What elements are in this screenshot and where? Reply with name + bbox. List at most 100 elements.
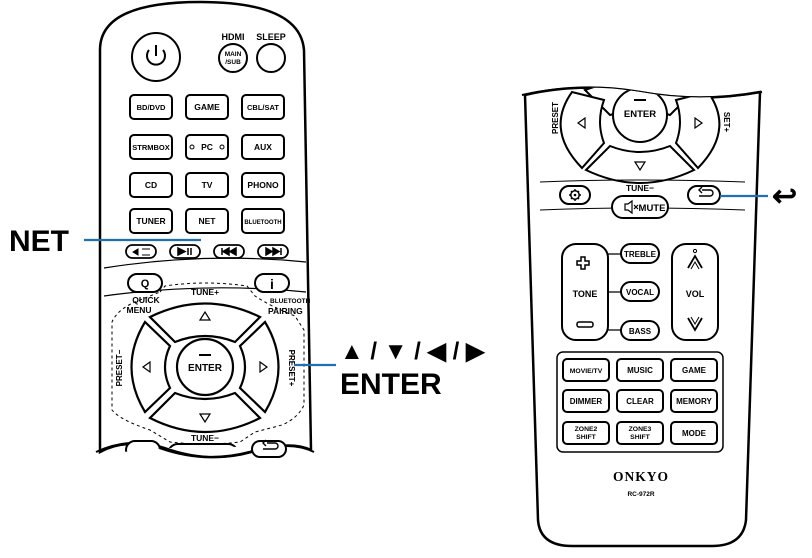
mode-button-clear[interactable] (616, 389, 664, 413)
left-dpad-up-icon (198, 310, 212, 321)
mode-button-game[interactable] (670, 358, 718, 382)
pc-dot-icon-right (219, 144, 225, 150)
tone-label: TONE (573, 289, 598, 299)
input-button-label-strmbox: STRMBOX (132, 143, 170, 152)
left-return-icon (262, 439, 279, 450)
input-button-bd-dvd[interactable] (129, 94, 173, 120)
input-button-bluetooth[interactable] (241, 208, 285, 234)
input-button-label-net: NET (199, 216, 217, 226)
left-dpad-left-button[interactable] (130, 320, 172, 414)
left-separator (103, 257, 307, 269)
bluetooth-label-1: BLUETOOTH (270, 298, 311, 305)
input-button-pc[interactable] (185, 134, 229, 160)
input-button-cd[interactable] (129, 172, 173, 198)
right-dpad-right-icon (694, 116, 704, 130)
info-button-label: i (270, 276, 274, 292)
quick-menu-button[interactable] (127, 273, 163, 293)
enter-callout: ENTER (340, 368, 442, 401)
treble-label: TREBLE (624, 250, 657, 259)
input-button-label-cbl-sat: CBL/SAT (247, 103, 279, 112)
mode-button-label-zone3-shift-line-2: SHIFT (630, 434, 650, 441)
previous-icon (221, 246, 237, 257)
play-pause-icon (177, 246, 192, 257)
transport-row (125, 244, 289, 259)
bass-button[interactable] (620, 320, 660, 341)
volume-rocker[interactable] (671, 243, 719, 341)
volume-up-icon (687, 248, 703, 270)
mode-button-label-memory: MEMORY (676, 397, 712, 406)
left-tune-minus-label: TUNE− (191, 433, 219, 443)
mute-label: MUTE (639, 203, 666, 214)
right-top-dpad: ENTER (559, 87, 721, 184)
input-button-game[interactable] (185, 94, 229, 120)
power-icon (146, 45, 166, 66)
left-preset-minus-label: PRESET− (115, 349, 124, 386)
input-button-aux[interactable] (241, 134, 285, 160)
right-preset-plus-label: SET+ (722, 112, 731, 133)
callout-lines (84, 194, 768, 367)
left-dpad-right-button[interactable] (238, 320, 280, 414)
hdmi-main-sub-label-2: /SUB (225, 59, 241, 66)
treble-link-line (608, 253, 621, 331)
bass-label: BASS (629, 327, 652, 336)
mode-button-label-zone3-shift-line-1: ZONE3 (629, 426, 652, 433)
left-dpad-down-button[interactable] (148, 391, 262, 433)
mode-button-zone2-shift[interactable] (562, 421, 610, 445)
next-icon (265, 246, 282, 257)
left-enter-button[interactable] (175, 337, 235, 397)
input-button-cbl-sat[interactable] (241, 94, 285, 120)
hdmi-main-sub-button[interactable] (218, 43, 248, 73)
input-button-tuner[interactable] (129, 208, 173, 234)
info-button[interactable] (254, 273, 290, 293)
model-label: RC-972R (627, 491, 654, 498)
left-dpad-down-icon (198, 413, 212, 424)
input-button-net[interactable] (185, 208, 229, 234)
input-button-tv[interactable] (185, 172, 229, 198)
vocal-label: VOCAL (626, 288, 654, 297)
mode-button-label-dimmer: DIMMER (570, 397, 603, 406)
mode-button-music[interactable] (616, 358, 664, 382)
left-dpad-up-button[interactable] (148, 302, 262, 344)
sleep-button[interactable] (256, 43, 286, 73)
mute-button[interactable] (611, 195, 669, 219)
right-return-button[interactable] (687, 185, 721, 205)
input-button-label-game: GAME (194, 102, 220, 112)
input-button-label-aux: AUX (254, 142, 272, 152)
input-button-phono[interactable] (241, 172, 285, 198)
mode-button-movie-tv[interactable] (562, 358, 610, 382)
right-remote: ENTER PRESET SET+ TUNE− MUTE TONE (521, 86, 763, 548)
mode-button-mode[interactable] (670, 421, 718, 445)
mode-button-label-movie-tv: MOVIE/TV (570, 368, 603, 375)
brand-logo: ONKYO (613, 469, 669, 484)
left-dpad: ENTER (130, 302, 280, 433)
right-dpad-left-button[interactable] (559, 90, 606, 170)
speaker-mute-icon (624, 199, 639, 215)
quick-menu-button-label: Q (141, 278, 150, 290)
mode-button-zone3-shift[interactable] (616, 421, 664, 445)
sleep-label: SLEEP (256, 32, 286, 42)
tune-dashed-outline (111, 282, 305, 445)
gear-icon (569, 189, 581, 201)
repeat-button[interactable] (125, 244, 157, 259)
right-separator-1 (539, 179, 746, 183)
vocal-button[interactable] (620, 281, 660, 302)
input-button-label-phono: PHONO (247, 180, 279, 190)
pc-dot-icon-left (189, 144, 195, 150)
treble-button[interactable] (620, 243, 660, 264)
power-button[interactable] (131, 32, 181, 82)
mode-button-label-zone2-shift-line-2: SHIFT (576, 434, 596, 441)
left-bottom-partial-button[interactable] (125, 440, 161, 459)
mode-button-memory[interactable] (670, 389, 718, 413)
listening-mode-panel (556, 351, 724, 453)
input-button-strmbox[interactable] (129, 134, 173, 160)
volume-label: VOL (686, 289, 705, 299)
tone-plus-icon (576, 256, 590, 270)
input-button-label-tuner: TUNER (136, 216, 165, 226)
mode-button-dimmer[interactable] (562, 389, 610, 413)
hdmi-label: HDMI (222, 32, 245, 42)
right-dpad-right-button[interactable] (674, 90, 721, 170)
right-preset-minus-label: PRESET (551, 102, 560, 134)
tone-minus-icon (576, 321, 594, 328)
